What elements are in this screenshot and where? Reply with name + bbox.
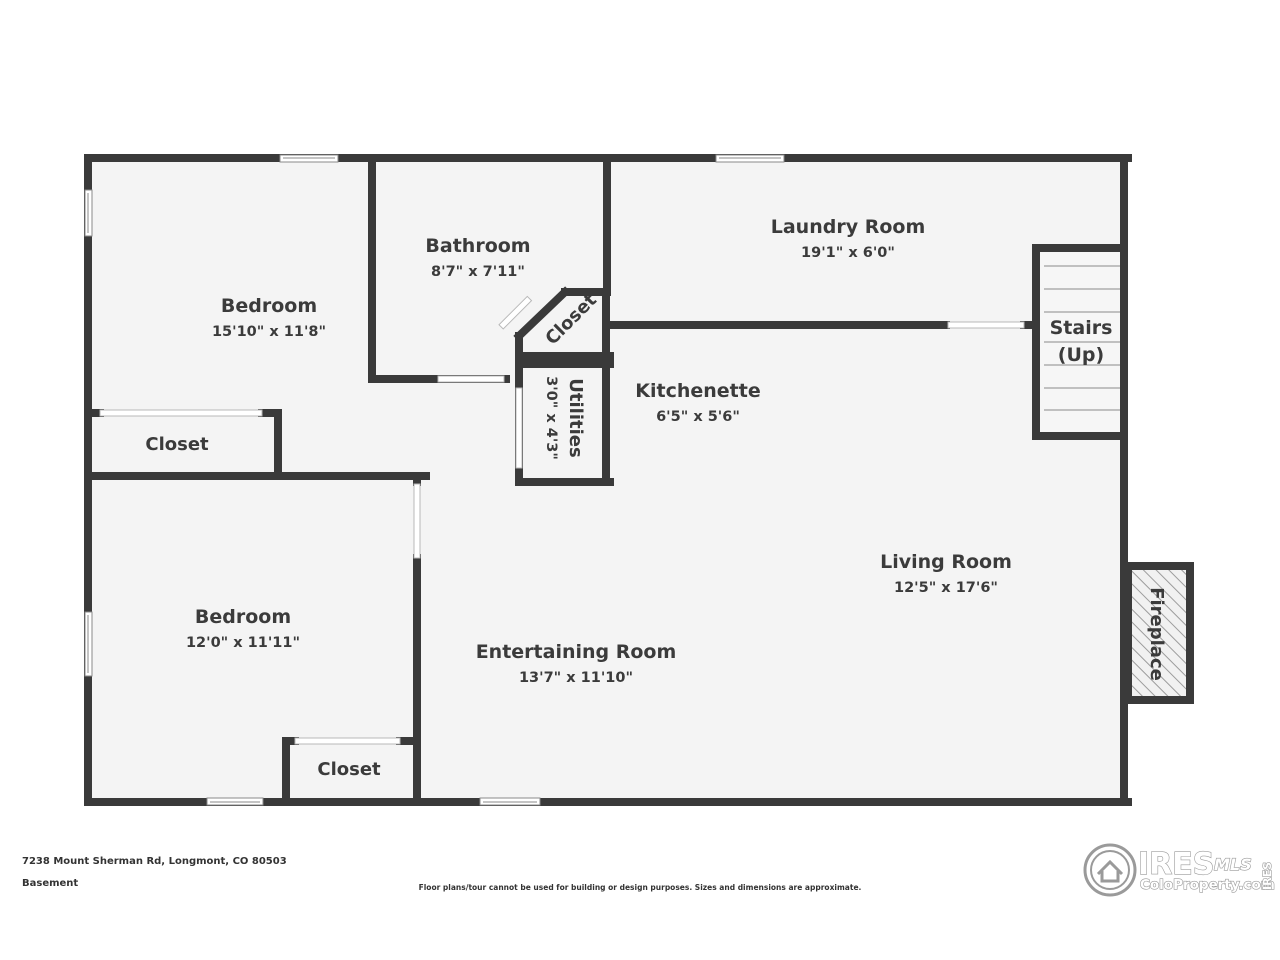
room-dims-bathroom: 8'7" x 7'11" — [431, 264, 525, 280]
room-name-bedroom-upper: Bedroom — [221, 295, 317, 317]
door-openings — [99, 295, 1025, 745]
logo-brand-suffix: MLS — [1214, 855, 1252, 874]
floor-level: Basement — [22, 878, 79, 889]
room-dims-kitchenette: 6'5" x 5'6" — [656, 409, 740, 425]
stairs-label: Stairs — [1050, 317, 1113, 339]
closet-label-left: Closet — [145, 434, 209, 455]
utilities-dims: 3'0" x 4'3" — [543, 376, 559, 460]
room-dims-bedroom-upper: 15'10" x 11'8" — [212, 324, 326, 340]
room-name-kitchenette: Kitchenette — [635, 380, 760, 402]
logo-brand: IRES — [1138, 847, 1214, 882]
ires-emblem-icon — [1083, 843, 1137, 897]
ires-logo: IRES MLS ColoProperty.com IRES — [1083, 843, 1275, 897]
room-dims-bedroom-lower: 12'0" x 11'11" — [186, 635, 300, 651]
walls — [84, 154, 1132, 806]
room-name-bedroom-lower: Bedroom — [195, 606, 291, 628]
room-dims-living: 12'5" x 17'6" — [894, 580, 998, 596]
room-dims-entertaining: 13'7" x 11'10" — [519, 670, 633, 686]
fireplace-box — [1124, 562, 1194, 704]
windows — [84, 154, 785, 806]
fireplace-label: Fireplace — [1146, 587, 1167, 681]
logo-site: ColoProperty.com — [1140, 877, 1275, 893]
room-name-bathroom: Bathroom — [425, 235, 530, 257]
logo-vertical: IRES — [1261, 862, 1274, 890]
utilities-name: Utilities — [565, 378, 586, 457]
room-name-entertaining: Entertaining Room — [476, 641, 677, 663]
closet-label-bottom: Closet — [317, 759, 381, 780]
disclaimer: Floor plans/tour cannot be used for buil… — [418, 883, 862, 892]
stairs-treads — [1040, 252, 1120, 432]
property-address: 7238 Mount Sherman Rd, Longmont, CO 8050… — [22, 856, 287, 867]
room-name-living: Living Room — [880, 551, 1012, 573]
stairs-direction: (Up) — [1058, 344, 1104, 366]
room-dims-laundry: 19'1" x 6'0" — [801, 245, 895, 261]
room-name-laundry: Laundry Room — [771, 216, 926, 238]
